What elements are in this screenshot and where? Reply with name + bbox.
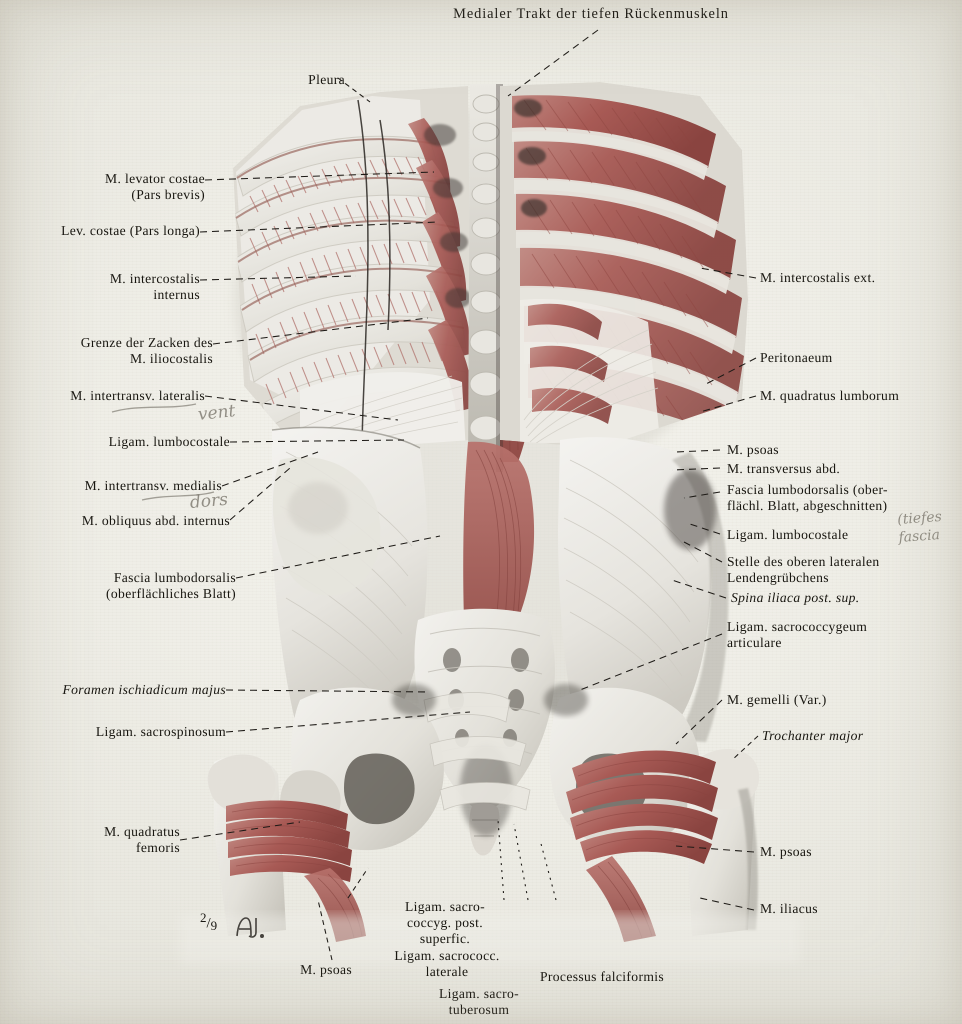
label-ligam-lumbocostale-left: Ligam. lumbocostale <box>108 434 230 449</box>
label-spina-iliaca-post-sup: Spina iliaca post. sup. <box>731 590 860 605</box>
label-m-quadratus-femoris: M. quadratus femoris <box>104 824 180 856</box>
plate-title: Medialer Trakt der tiefen Rückenmuskeln <box>453 6 729 22</box>
label-ligam-sacrospinosum: Ligam. sacrospinosum <box>95 724 226 739</box>
label-m-iliacus: M. iliacus <box>760 901 818 916</box>
label-m-intertransv-medialis: M. intertransv. medialis <box>84 478 222 493</box>
label-ligam-lumbocostale-right: Ligam. lumbocostale <box>727 527 849 542</box>
label-trochanter-major: Trochanter major <box>762 728 864 743</box>
pencil-annotation-dors: dors <box>189 489 229 513</box>
label-m-psoas-bottom-left: M. psoas <box>300 962 352 977</box>
label-m-intertransv-lateralis: M. intertransv. lateralis <box>70 388 205 403</box>
label-ligam-sacrococcyg-post-superfic: Ligam. sacro- coccyg. post. superfic. <box>404 899 486 947</box>
label-m-levator-costae: M. levator costae (Pars brevis) <box>105 171 205 203</box>
label-m-psoas-right: M. psoas <box>727 442 779 457</box>
label-grenze-zacken-iliocostalis: Grenze der Zacken des M. iliocostalis <box>80 335 213 367</box>
label-fascia-lumbodorsalis-left: Fascia lumbodorsalis (oberflächliches Bl… <box>106 570 236 602</box>
label-ligam-sacrococc-laterale: Ligam. sacrococc. laterale <box>394 948 500 980</box>
artist-monogram <box>236 917 264 938</box>
label-lev-costae-pars-longa: Lev. costae (Pars longa) <box>61 223 200 238</box>
label-m-psoas-right-lower: M. psoas <box>760 844 812 859</box>
label-m-obliquus-abd-internus: M. obliquus abd. internus <box>81 513 230 528</box>
label-m-quadratus-lumborum: M. quadratus lumborum <box>760 388 900 403</box>
pencil-annotation-tiefes-fascia: (tiefes fascia <box>896 508 943 546</box>
label-m-intercostalis-ext: M. intercostalis ext. <box>760 270 876 285</box>
scale-slash: / <box>206 915 211 932</box>
pencil-annotation-vent: vent <box>196 401 237 425</box>
label-processus-falciformis: Processus falciformis <box>540 969 665 984</box>
label-pleura: Pleura <box>308 72 345 87</box>
label-fascia-lumbodorsalis-right: Fascia lumbodorsalis (ober- flächl. Blat… <box>727 482 888 514</box>
label-m-intercostalis-internus: M. intercostalis internus <box>109 271 200 303</box>
scale-numerator: 2 <box>200 910 207 925</box>
label-ligam-sacrococcygeum-articulare: Ligam. sacrococcygeum articulare <box>727 619 868 651</box>
label-foramen-ischiadicum-majus: Foramen ischiadicum majus <box>62 682 226 697</box>
scale-denominator: 9 <box>210 918 218 934</box>
label-m-transversus-abd: M. transversus abd. <box>727 461 841 476</box>
scale-fraction: 2/9 <box>200 910 217 934</box>
label-m-gemelli-var: M. gemelli (Var.) <box>727 692 827 707</box>
label-stelle-lendengruebchens: Stelle des oberen lateralen Lendengrübch… <box>727 554 880 586</box>
label-peritonaeum: Peritonaeum <box>760 350 833 365</box>
label-ligam-sacrotuberosum: Ligam. sacro- tuberosum <box>438 986 520 1018</box>
